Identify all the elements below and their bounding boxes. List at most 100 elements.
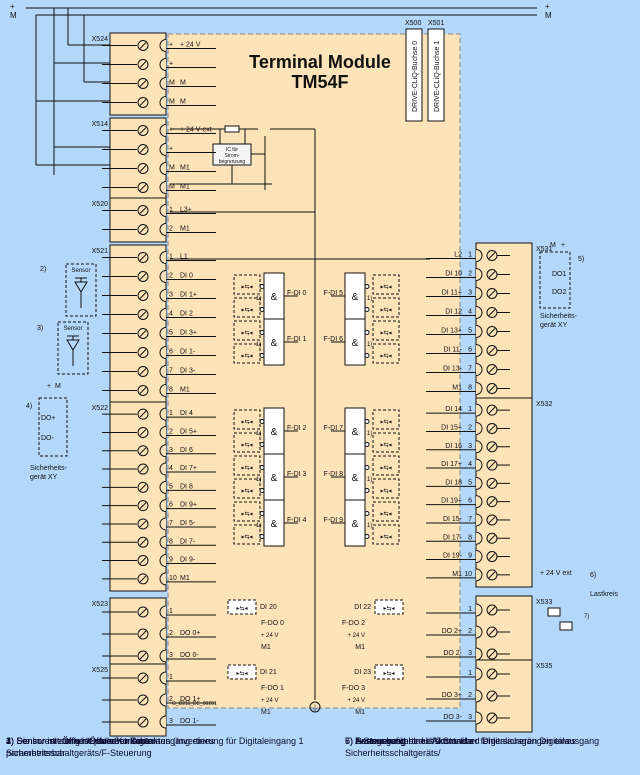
terminal-pin[interactable]: 1DI 14 [426, 403, 510, 417]
pin-signal: DI 4 [180, 410, 193, 417]
pin-signal: DI 5- [180, 520, 196, 527]
svg-text:Strom-: Strom- [225, 153, 240, 159]
terminal-id: X520 [92, 201, 108, 208]
supply-plus-right: + [545, 2, 550, 11]
pin-number: 3 [468, 290, 472, 297]
terminal-pin[interactable]: 2DO 2+ [426, 625, 510, 639]
terminal-pin[interactable]: 1 [102, 671, 216, 685]
pin-number: M [169, 184, 175, 191]
svg-text:▸⇆◂: ▸⇆◂ [241, 511, 252, 518]
terminal-pin[interactable]: ++ 24 V ext [102, 124, 216, 137]
terminal-pin[interactable]: 1 [426, 667, 510, 681]
terminal-pin[interactable]: 4DI 17+ [426, 458, 510, 472]
svg-text:&: & [271, 473, 278, 484]
terminal-pin[interactable]: 8M1 [426, 382, 510, 395]
fdi-label: F-DI 8 [324, 471, 344, 478]
terminal-pin[interactable]: 6DI 19+ [426, 495, 510, 509]
terminal-pin[interactable]: 2DI 15+ [426, 421, 510, 435]
fdi-label: F-DI 2 [287, 425, 307, 432]
terminal-pin[interactable]: 8DI 17- [426, 531, 510, 545]
terminal-pin[interactable]: 5DI 18 [426, 476, 510, 490]
terminal-pin[interactable]: 4DI 12 [426, 306, 510, 319]
terminal-pin[interactable]: 1 [426, 603, 510, 617]
svg-text:M1: M1 [261, 644, 271, 651]
svg-text:&: & [352, 473, 359, 484]
pin-signal: + 24 V ext [180, 127, 212, 134]
drive-cliq-x500[interactable]: X500 DRIVE-CLiQ-Buchse 0 [405, 20, 423, 122]
terminal-pin[interactable]: 1 [102, 605, 216, 619]
svg-text:+: + [561, 242, 565, 249]
svg-text:▸⇆◂: ▸⇆◂ [236, 670, 247, 677]
pin-signal: DI 19- [443, 553, 463, 560]
pin-signal: M1 [180, 575, 190, 582]
terminal-pin[interactable]: 9DI 19- [426, 550, 510, 564]
pin-number: 2 [169, 428, 173, 435]
terminal-pin[interactable]: + [102, 143, 216, 156]
drive-cliq-x501[interactable]: X501 DRIVE-CLiQ-Buchse 1 [427, 20, 445, 122]
terminal-pin[interactable]: 3DI 16 [426, 440, 510, 454]
pin-number: 2 [468, 628, 472, 635]
terminal-pin[interactable]: 7DI 15- [426, 513, 510, 527]
pin-signal: DI 13+ [441, 328, 462, 335]
terminal-pin[interactable]: + [102, 58, 216, 71]
svg-text:M: M [550, 242, 556, 249]
terminal-pin[interactable]: 7DI 13- [426, 363, 510, 376]
terminal-pin[interactable]: 2DI 10 [426, 268, 510, 281]
terminal-pin[interactable]: 3DO 3- [426, 711, 510, 725]
svg-text:DO-: DO- [41, 435, 55, 442]
terminal-pin[interactable]: ++ 24 V [102, 39, 216, 52]
terminal-pin[interactable]: 1L2 [426, 249, 510, 262]
terminal-pin[interactable]: 2DO 3+ [426, 689, 510, 703]
terminal-pin[interactable]: 3DO 2- [426, 647, 510, 661]
svg-text:+ 24 V: + 24 V [261, 633, 279, 639]
svg-text:▸⇆◂: ▸⇆◂ [380, 511, 391, 518]
svg-text:+ 24 V: + 24 V [347, 698, 365, 704]
terminal-pin[interactable]: 6DI 11- [426, 344, 510, 357]
pin-signal: DI 8 [180, 483, 193, 490]
optocoupler: ▸⇆◂ [364, 320, 400, 341]
terminal-pin[interactable]: 3DI 11+ [426, 287, 510, 300]
svg-text:Lastkreis: Lastkreis [590, 591, 619, 598]
terminal-pin[interactable]: 5DI 13+ [426, 325, 510, 338]
